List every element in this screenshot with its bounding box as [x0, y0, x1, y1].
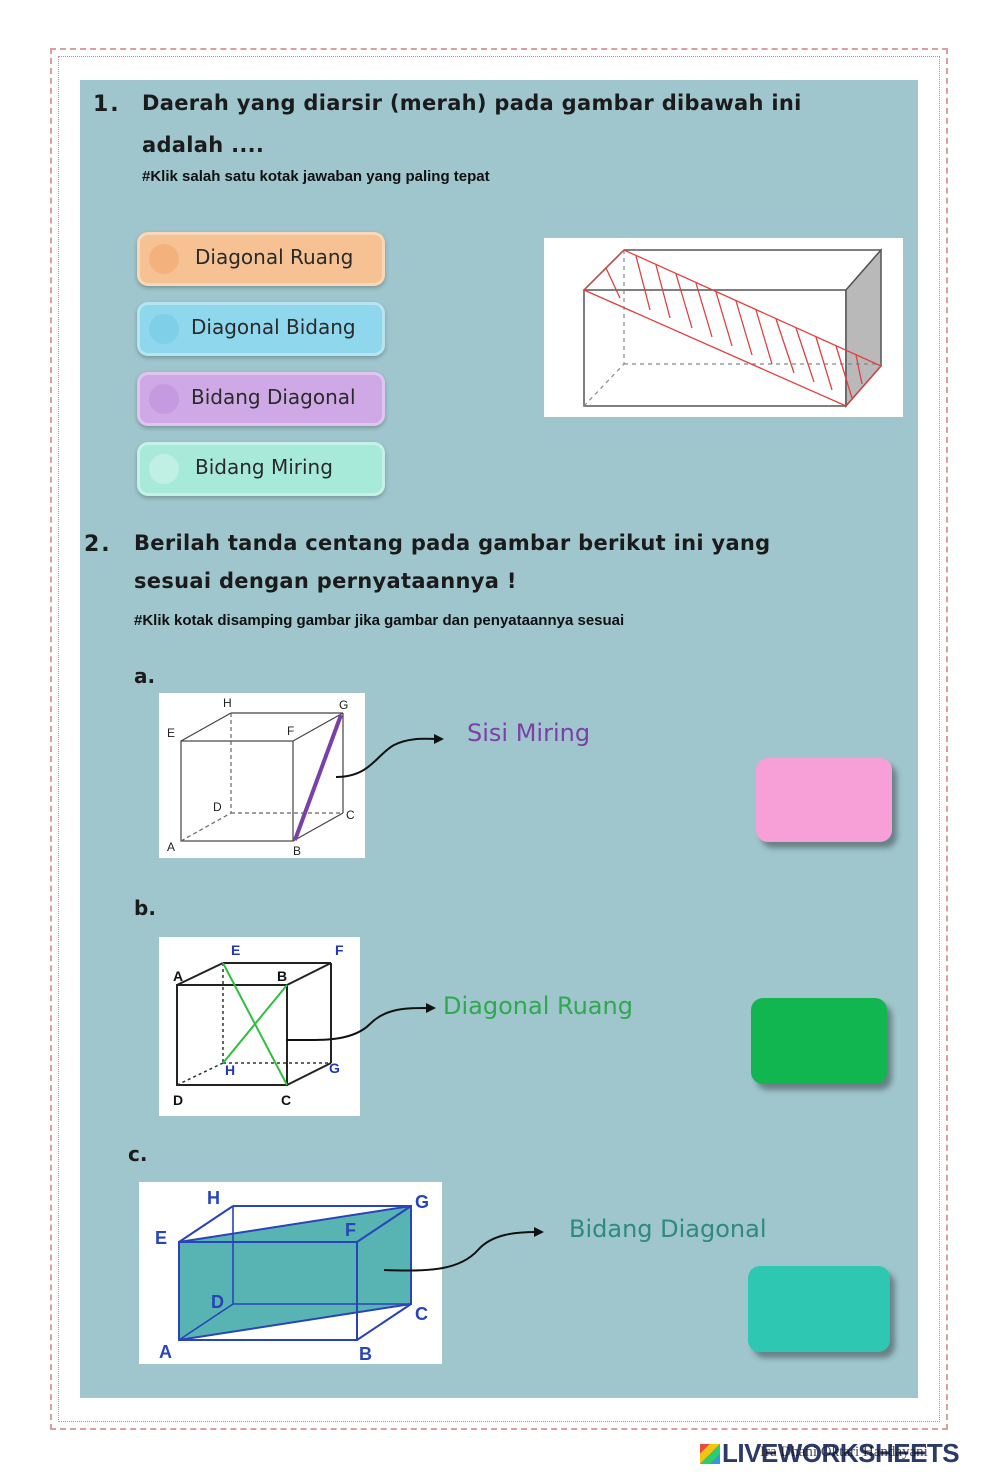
q1-text-line1: Daerah yang diarsir (merah) pada gambar … [142, 91, 802, 115]
vertex-label: A [173, 968, 183, 984]
vertex-label: E [167, 726, 175, 740]
item-a-letter: a. [134, 664, 156, 688]
q1-number: 1. [93, 92, 121, 117]
option-label: Bidang Diagonal [191, 385, 356, 409]
vertex-label: D [213, 800, 222, 814]
item-a-figure: H G E F D C A B [159, 693, 365, 858]
check-box-b[interactable] [751, 998, 887, 1084]
vertex-label: A [159, 1342, 172, 1362]
option-radio-icon [149, 314, 179, 344]
vertex-label: F [335, 942, 344, 958]
vertex-label: C [346, 808, 355, 822]
vertex-label: D [211, 1292, 224, 1312]
vertex-label: C [281, 1092, 291, 1108]
item-b-letter: b. [134, 896, 156, 920]
cube-diagonal-ruang-figure: E F A B H G D C [173, 942, 344, 1108]
vertex-label: G [339, 698, 348, 712]
item-c-caption: Bidang Diagonal [569, 1215, 767, 1243]
q2-text-line2: sesuai dengan pernyataannya ! [134, 569, 517, 593]
page-border-inner [58, 56, 940, 1422]
q1-hint: #Klik salah satu kotak jawaban yang pali… [142, 168, 490, 185]
option-diagonal-bidang[interactable]: Diagonal Bidang [137, 302, 385, 356]
vertex-label: H [223, 696, 232, 710]
option-label: Diagonal Ruang [195, 245, 354, 269]
vertex-label: G [415, 1192, 429, 1212]
option-radio-icon [149, 384, 179, 414]
vertex-label: E [231, 942, 240, 958]
vertex-label: B [277, 968, 287, 984]
item-c-letter: c. [128, 1142, 148, 1166]
arrow-icon [285, 1003, 436, 1042]
vertex-label: A [167, 840, 175, 854]
vertex-label: F [287, 724, 294, 738]
vertex-label: H [207, 1188, 220, 1208]
item-c-figure: H G E F D C A B [139, 1182, 442, 1364]
item-b-figure: E F A B H G D C [159, 937, 360, 1116]
vertex-label: B [359, 1344, 372, 1364]
check-box-a[interactable] [756, 758, 892, 842]
cube-sisi-miring-figure: H G E F D C A B [167, 696, 355, 858]
vertex-label: G [329, 1060, 340, 1076]
vertex-label: F [345, 1220, 356, 1240]
vertex-label: H [225, 1062, 235, 1078]
arrow-icon [383, 1227, 544, 1272]
vertex-label: E [155, 1228, 167, 1248]
vertex-label: B [293, 844, 301, 858]
cuboid-bidang-diagonal-figure: H G E F D C A B [155, 1188, 429, 1364]
option-diagonal-ruang[interactable]: Diagonal Ruang [137, 232, 385, 286]
q1-text-line2: adalah .... [142, 133, 265, 157]
q2-text-line1: Berilah tanda centang pada gambar beriku… [134, 531, 771, 555]
arrow-icon [335, 734, 444, 778]
option-label: Diagonal Bidang [191, 315, 356, 339]
q1-figure [544, 238, 903, 417]
option-bidang-miring[interactable]: Bidang Miring [137, 442, 385, 496]
author-credit: Ira Dhani Oktari Handayani [760, 1444, 928, 1460]
option-radio-icon [149, 454, 179, 484]
check-box-c[interactable] [748, 1266, 890, 1352]
q2-number: 2. [84, 532, 112, 557]
q2-hint: #Klik kotak disamping gambar jika gambar… [134, 612, 625, 629]
logo-icon [700, 1444, 720, 1464]
item-b-caption: Diagonal Ruang [443, 992, 633, 1020]
option-bidang-diagonal[interactable]: Bidang Diagonal [137, 372, 385, 426]
option-radio-icon [149, 244, 179, 274]
cuboid-figure [582, 248, 883, 408]
page-border [50, 48, 948, 1430]
vertex-label: D [173, 1092, 183, 1108]
item-a-caption: Sisi Miring [467, 719, 591, 747]
liveworksheets-logo: LIVEWORKSHEETS [700, 1438, 960, 1469]
option-label: Bidang Miring [195, 455, 333, 479]
vertex-label: C [415, 1304, 428, 1324]
